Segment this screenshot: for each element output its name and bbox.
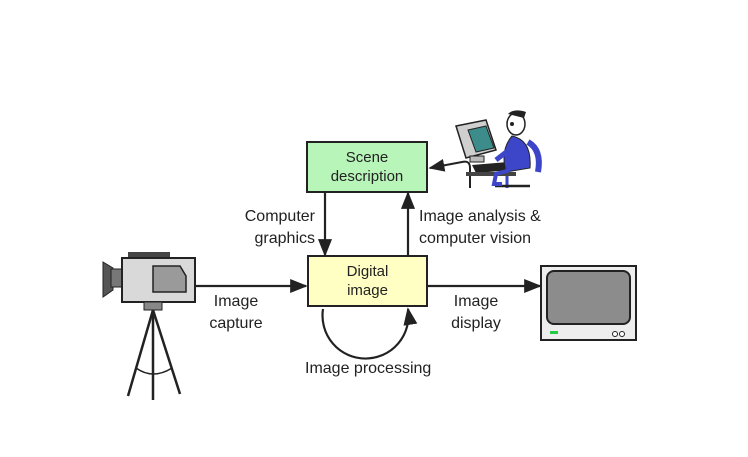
digital-image-line-1: Digital bbox=[346, 263, 389, 280]
scene-description-line-2: description bbox=[330, 168, 404, 185]
computer-graphics-line-1: Computer bbox=[244, 208, 315, 225]
video-camera-icon bbox=[102, 252, 196, 400]
computer-graphics-line-2: graphics bbox=[254, 230, 315, 247]
image-capture-line-1: Image bbox=[213, 293, 259, 310]
processing-loop-arrow bbox=[321, 307, 418, 360]
digital-image-line-2: image bbox=[347, 282, 388, 299]
image-analysis-line-1: Image analysis & bbox=[419, 208, 541, 225]
image-analysis-line-2: computer vision bbox=[419, 230, 532, 247]
image-display-label: Image display bbox=[440, 291, 512, 335]
image-capture-line-2: capture bbox=[209, 315, 263, 332]
image-processing-label: Image processing bbox=[305, 360, 432, 377]
crt-monitor-icon bbox=[540, 265, 637, 341]
person-at-computer-icon bbox=[455, 110, 542, 188]
image-capture-label: Image capture bbox=[200, 291, 272, 335]
digital-image-box: Digital image bbox=[307, 255, 428, 307]
image-analysis-label: Image analysis & computer vision bbox=[419, 206, 541, 250]
scene-description-box: Scene description bbox=[306, 141, 428, 193]
image-display-line-1: Image bbox=[453, 293, 499, 310]
computer-graphics-label: Computer graphics bbox=[215, 206, 315, 250]
scene-description-line-1: Scene bbox=[345, 149, 389, 166]
person-arrow bbox=[428, 159, 471, 186]
image-display-line-2: display bbox=[451, 315, 501, 332]
